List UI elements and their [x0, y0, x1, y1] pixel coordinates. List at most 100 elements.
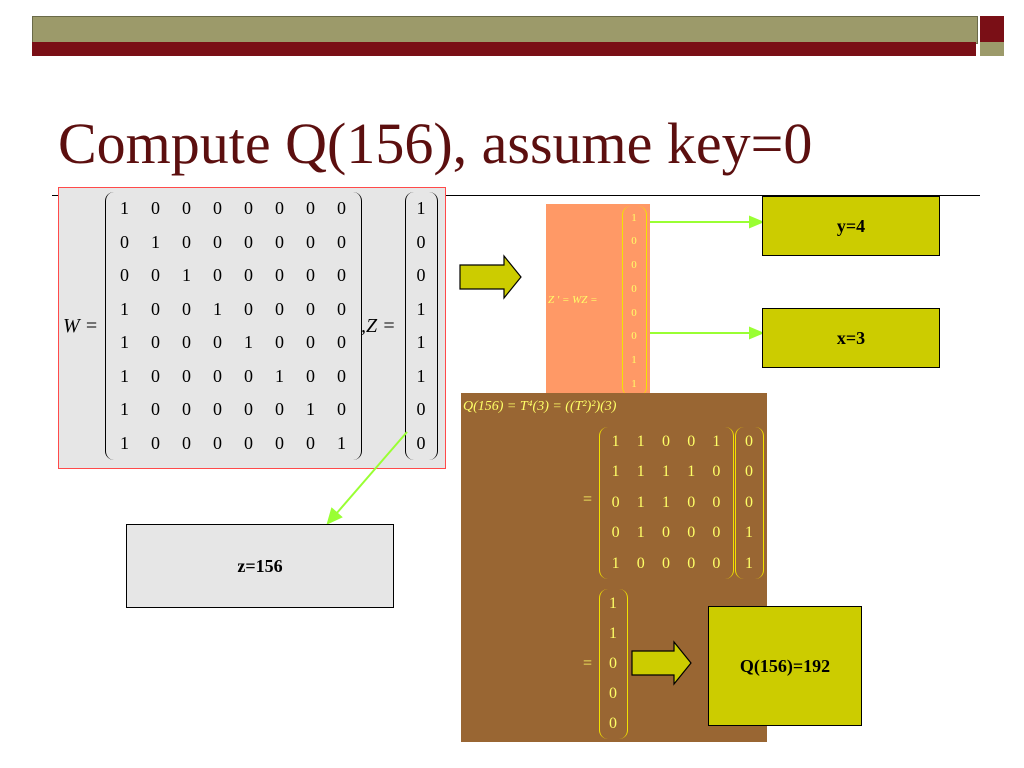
input-vector-cell: 1	[745, 524, 753, 542]
z-vector-cell: 1	[416, 198, 426, 219]
t4-matrix-cell: 0	[687, 524, 696, 542]
w-matrix-cell: 0	[120, 231, 129, 252]
w-matrix-cell: 0	[306, 298, 315, 319]
slide-title: Compute Q(156), assume key=0	[58, 111, 813, 176]
w-matrix-cell: 0	[213, 265, 222, 286]
z-vector-cell: 0	[416, 265, 426, 286]
w-matrix-cell: 0	[275, 198, 284, 219]
t4-matrix-cell: 1	[611, 554, 620, 572]
w-matrix-cell: 0	[151, 298, 160, 319]
w-matrix-cell: 0	[151, 265, 160, 286]
w-matrix-cell: 0	[337, 365, 346, 386]
t4-matrix-cell: 1	[636, 433, 645, 450]
t4-matrix-cell: 0	[687, 493, 696, 511]
t4-matrix-cell: 1	[687, 463, 696, 481]
output-vector-cell: 0	[609, 714, 617, 732]
w-matrix-cell: 1	[275, 365, 284, 386]
output-vector-right-bracket	[619, 589, 628, 739]
z-prime-cell: 0	[631, 259, 637, 272]
w-matrix-cell: 0	[244, 365, 253, 386]
z-vector-cell: 0	[416, 432, 426, 453]
t4-matrix-cell: 0	[712, 463, 721, 481]
z-prime-label: Z ' = WZ =	[548, 294, 598, 306]
z-vector-cell: 0	[416, 231, 426, 252]
t4-matrix-cell: 0	[661, 524, 670, 542]
w-matrix-cell: 0	[213, 231, 222, 252]
z-prime-cell: 0	[631, 235, 637, 248]
w-label: W =	[63, 315, 99, 337]
z-vector-cell: 0	[416, 399, 426, 420]
w-matrix-cell: 1	[120, 332, 129, 353]
w-matrix-cell: 0	[306, 231, 315, 252]
q-result-box: Q(156)=192	[708, 606, 862, 726]
z-prime-left-bracket	[622, 206, 631, 396]
w-matrix-cell: 0	[306, 365, 315, 386]
w-matrix-cell: 1	[213, 298, 222, 319]
x-result-text: x=3	[836, 327, 866, 348]
z-result-text: z=156	[237, 555, 283, 576]
w-matrix-cell: 1	[120, 198, 129, 219]
w-matrix-cell: 1	[120, 298, 129, 319]
header-bar-maroon	[32, 42, 976, 56]
t4-matrix-cell: 0	[611, 524, 620, 542]
w-matrix-cell: 0	[213, 198, 222, 219]
w-matrix-cell: 0	[182, 231, 191, 252]
t4-matrix-cell: 0	[712, 524, 721, 542]
w-matrix-cell: 0	[275, 231, 284, 252]
t4-matrix-cell: 1	[611, 463, 620, 481]
input-vector-left-bracket	[735, 427, 744, 579]
w-matrix-cell: 1	[244, 332, 253, 353]
w-matrix-cell: 0	[306, 265, 315, 286]
w-matrix-cell: 0	[213, 399, 222, 420]
w-matrix-cell: 0	[244, 432, 253, 453]
w-matrix-cell: 1	[182, 265, 191, 286]
t4-matrix-right-bracket	[725, 427, 734, 579]
w-matrix-cell: 0	[337, 265, 346, 286]
w-matrix-cell: 0	[337, 198, 346, 219]
w-z-matrix-panel: W = 1 0 0 0 0 0 0 0 0 1 0 0 0 0 0 0 0 0 1 0 0 0 0 0 1 0 0 1 0 0 0 0 1 0 0 0…	[58, 187, 446, 469]
t4-matrix-cell: 1	[611, 433, 620, 450]
z-result-box: z=156	[126, 524, 394, 608]
z-vector-cell: 1	[416, 365, 426, 386]
t4-matrix-cell: 1	[636, 463, 645, 481]
t4-matrix-cell: 1	[661, 493, 670, 511]
t4-matrix-left-bracket	[599, 427, 608, 579]
input-vector-cell: 0	[745, 463, 753, 481]
w-matrix-cell: 0	[151, 432, 160, 453]
x-result-box: x=3	[762, 308, 940, 368]
t4-matrix-cell: 0	[712, 554, 721, 572]
w-matrix-cell: 0	[244, 198, 253, 219]
w-matrix-cell: 0	[120, 265, 129, 286]
z-prime-right-bracket	[638, 206, 647, 396]
w-matrix-cell: 1	[337, 432, 346, 453]
w-matrix-left-bracket	[105, 192, 114, 460]
z-vector-cell: 1	[416, 332, 426, 353]
t4-matrix-cell: 0	[636, 554, 645, 572]
w-matrix-cell: 0	[182, 198, 191, 219]
w-matrix-cell: 0	[151, 332, 160, 353]
w-matrix-cell: 0	[306, 198, 315, 219]
y-result-text: y=4	[836, 215, 866, 236]
w-matrix-cell: 0	[244, 298, 253, 319]
output-vector-cell: 1	[609, 594, 617, 612]
w-matrix-cell: 0	[337, 399, 346, 420]
t4-matrix-cell: 1	[712, 433, 721, 450]
w-matrix-cell: 0	[337, 298, 346, 319]
w-matrix-cell: 0	[244, 231, 253, 252]
q-result-text: Q(156)=192	[739, 655, 831, 676]
output-vector-cell: 0	[609, 654, 617, 672]
t4-matrix-cell: 0	[687, 554, 696, 572]
t4-matrix-cell: 1	[661, 463, 670, 481]
w-matrix-cell: 0	[275, 332, 284, 353]
z-prime-cell: 0	[631, 282, 637, 295]
w-matrix-cell: 0	[244, 399, 253, 420]
q-formula: Q(156) = T⁴(3) = ((T²)²)(3)	[463, 399, 617, 414]
corner-square-maroon	[980, 16, 1004, 42]
